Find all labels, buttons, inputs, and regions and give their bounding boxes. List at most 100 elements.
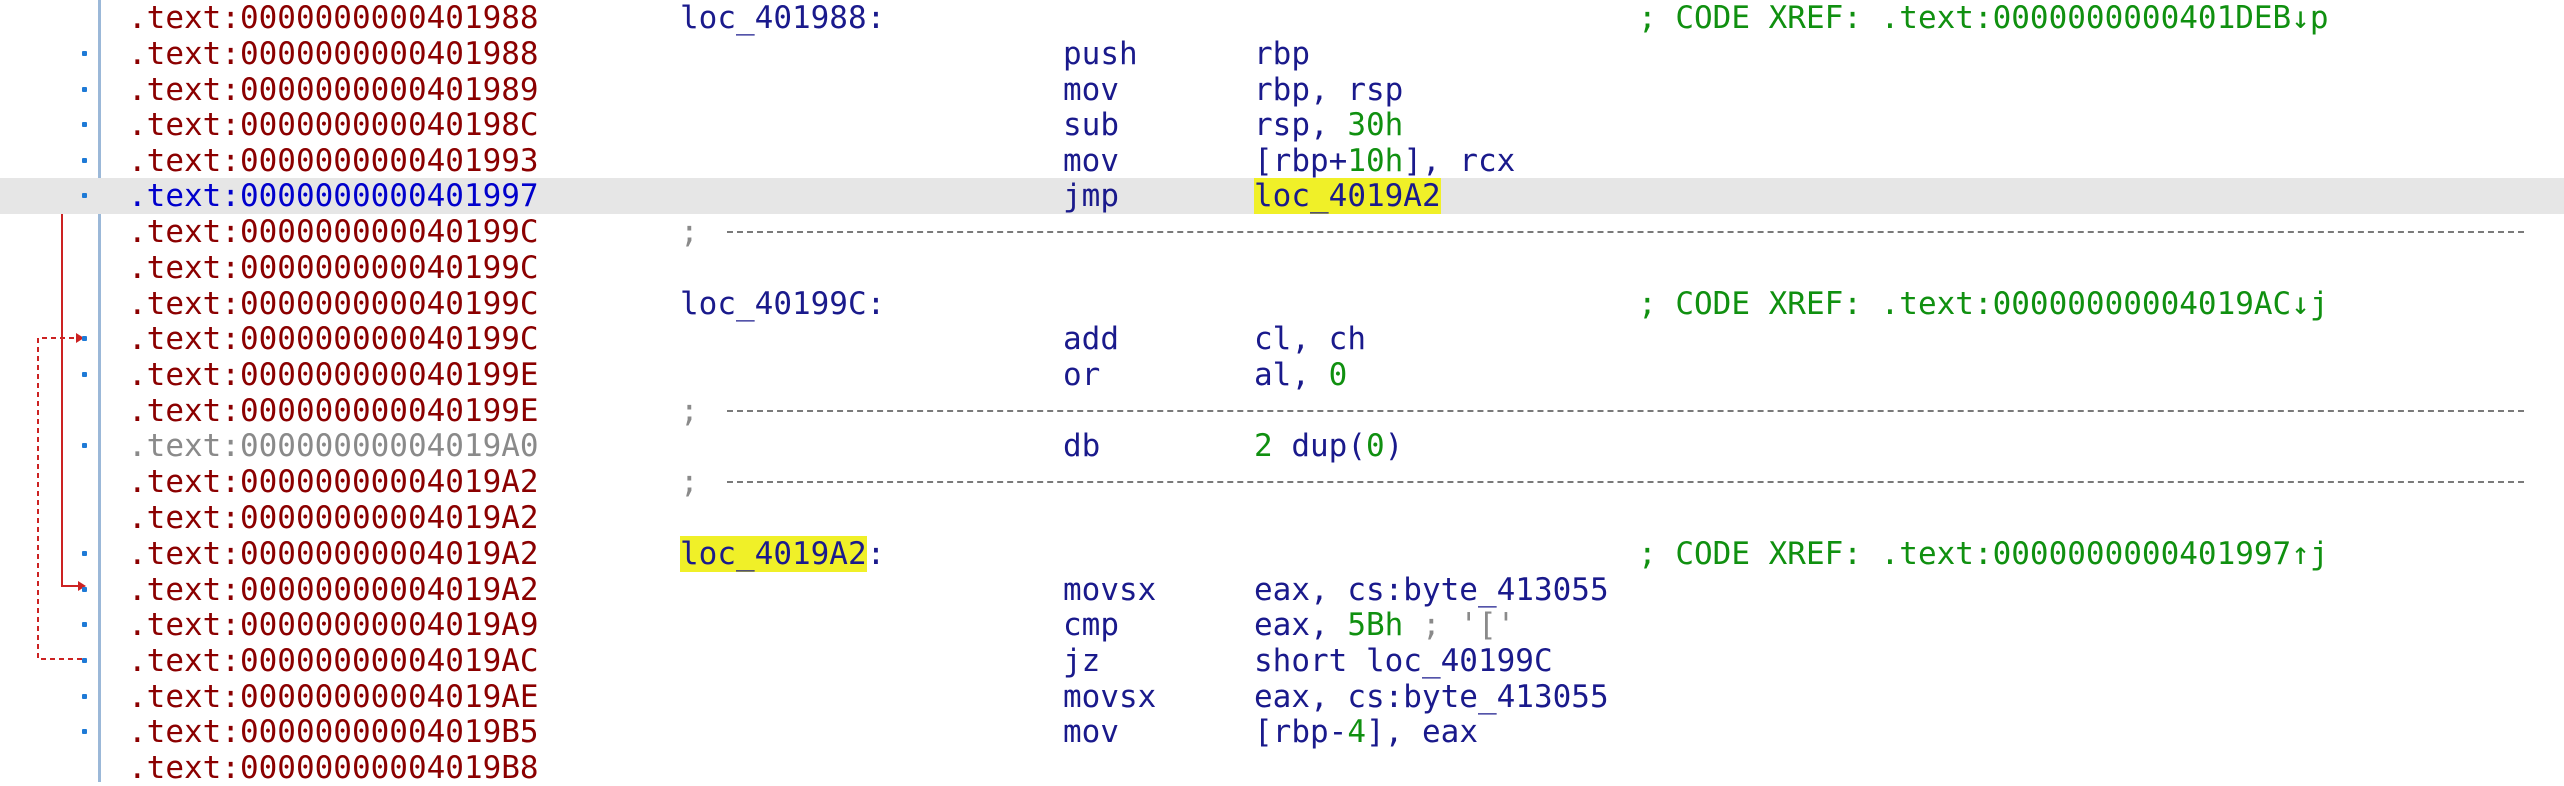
operand-number[interactable]: 30h xyxy=(1347,107,1404,143)
row-address[interactable]: .text:00000000004019A2 xyxy=(128,464,539,500)
row-address[interactable]: .text:00000000004019A2 xyxy=(128,572,539,608)
row-address[interactable]: .text:000000000040199C xyxy=(128,286,539,322)
code-xref-comment[interactable]: ; CODE XREF: .text:00000000004019AC↓j xyxy=(1638,286,2329,322)
instruction-operands[interactable]: eax, cs:byte_413055 xyxy=(1254,679,1609,715)
row-address[interactable]: .text:000000000040199E xyxy=(128,393,539,429)
row-address[interactable]: .text:00000000004019A2 xyxy=(128,500,539,536)
row-address[interactable]: .text:00000000004019AE xyxy=(128,679,539,715)
instruction-mnemonic[interactable]: movsx xyxy=(1063,572,1157,608)
operand-text[interactable]: short loc_40199C xyxy=(1254,643,1553,679)
code-label[interactable]: loc_401988: xyxy=(680,0,886,36)
operand-text[interactable]: cl, ch xyxy=(1254,321,1366,357)
code-label[interactable]: loc_4019A2: xyxy=(680,536,885,572)
listing-row[interactable]: .text:0000000000401988 loc_401988: ; CODE … xyxy=(0,0,2564,36)
operand-number[interactable]: 2 xyxy=(1254,428,1273,464)
instruction-mnemonic[interactable]: jmp xyxy=(1063,178,1119,214)
listing-row[interactable]: .text:000000000040199E or al, 0 xyxy=(0,357,2564,393)
operand-text[interactable]: ) xyxy=(1384,428,1404,464)
instruction-operands[interactable]: loc_4019A2 xyxy=(1254,178,1441,214)
listing-row[interactable]: .text:000000000040199C loc_40199C: ; CODE … xyxy=(0,286,2564,322)
instruction-operands[interactable]: short loc_40199C xyxy=(1254,643,1553,679)
instruction-operands[interactable]: 2 dup(0) xyxy=(1254,428,1403,464)
row-address[interactable]: .text:0000000000401988 xyxy=(128,0,539,36)
operand-number[interactable]: 10h xyxy=(1347,143,1404,179)
row-address[interactable]: .text:00000000004019A0 xyxy=(128,428,539,464)
highlighted-operand[interactable]: loc_4019A2 xyxy=(1254,178,1441,214)
instruction-operands[interactable]: [rbp+10h], rcx xyxy=(1254,143,1515,179)
operand-number[interactable]: 0 xyxy=(1328,357,1348,393)
row-address[interactable]: .text:0000000000401988 xyxy=(128,36,539,72)
row-address[interactable]: .text:000000000040199E xyxy=(128,357,539,393)
operand-number[interactable]: 4 xyxy=(1347,714,1366,750)
instruction-mnemonic[interactable]: sub xyxy=(1063,107,1119,143)
operand-text[interactable]: dup( xyxy=(1272,428,1366,464)
listing-row[interactable]: .text:00000000004019AC jz short loc_40199C xyxy=(0,643,2564,679)
operand-text[interactable]: ], eax xyxy=(1366,714,1478,750)
row-address[interactable]: .text:000000000040199C xyxy=(128,321,539,357)
listing-row[interactable]: .text:00000000004019A2 xyxy=(0,500,2564,536)
instruction-mnemonic[interactable]: push xyxy=(1063,36,1138,72)
row-address[interactable]: .text:00000000004019B8 xyxy=(128,750,539,786)
listing-row[interactable]: .text:00000000004019B8 xyxy=(0,750,2564,786)
listing-row[interactable]: .text:00000000004019AE movsx eax, cs:byte_… xyxy=(0,679,2564,715)
row-address[interactable]: .text:00000000004019A9 xyxy=(128,607,539,643)
instruction-operands[interactable]: al, 0 xyxy=(1254,357,1347,393)
listing-row[interactable]: .text:00000000004019A2; xyxy=(0,464,2564,500)
listing-row[interactable]: .text:00000000004019A9 cmp eax, 5Bh ; '[' xyxy=(0,607,2564,643)
highlighted-label[interactable]: loc_4019A2 xyxy=(680,536,867,572)
row-address[interactable]: .text:00000000004019B5 xyxy=(128,714,539,750)
operand-text[interactable]: rsp, xyxy=(1254,107,1348,143)
instruction-mnemonic[interactable]: mov xyxy=(1063,714,1119,750)
listing-row[interactable]: .text:000000000040199E; xyxy=(0,393,2564,429)
row-address[interactable]: .text:0000000000401997 xyxy=(128,178,539,214)
operand-text[interactable]: rbp xyxy=(1254,36,1310,72)
instruction-operands[interactable]: [rbp-4], eax xyxy=(1254,714,1478,750)
operand-text[interactable]: [rbp- xyxy=(1254,714,1348,750)
instruction-mnemonic[interactable]: add xyxy=(1063,321,1119,357)
instruction-operands[interactable]: eax, 5Bh ; '[' xyxy=(1254,607,1515,643)
code-xref-comment[interactable]: ; CODE XREF: .text:0000000000401997↑j xyxy=(1638,536,2329,572)
operand-number[interactable]: 5Bh xyxy=(1347,607,1404,643)
listing-row[interactable]: .text:00000000004019A0 db 2 dup(0) xyxy=(0,428,2564,464)
instruction-mnemonic[interactable]: mov xyxy=(1063,72,1119,108)
code-label[interactable]: loc_40199C: xyxy=(680,286,886,322)
instruction-operands[interactable]: cl, ch xyxy=(1254,321,1366,357)
row-address[interactable]: .text:000000000040199C xyxy=(128,214,539,250)
instruction-mnemonic[interactable]: cmp xyxy=(1063,607,1119,643)
instruction-mnemonic[interactable]: movsx xyxy=(1063,679,1157,715)
row-address[interactable]: .text:000000000040199C xyxy=(128,250,539,286)
operand-text[interactable]: [rbp+ xyxy=(1254,143,1348,179)
listing-row[interactable]: .text:000000000040198C sub rsp, 30h xyxy=(0,107,2564,143)
instruction-operands[interactable]: rsp, 30h xyxy=(1254,107,1403,143)
listing-row[interactable]: .text:00000000004019A2 loc_4019A2: ; CODE … xyxy=(0,536,2564,572)
instruction-operands[interactable]: rbp xyxy=(1254,36,1310,72)
listing-row[interactable]: .text:000000000040199C xyxy=(0,250,2564,286)
listing-row[interactable]: .text:000000000040199C; xyxy=(0,214,2564,250)
instruction-mnemonic[interactable]: mov xyxy=(1063,143,1119,179)
row-address[interactable]: .text:000000000040198C xyxy=(128,107,539,143)
instruction-operands[interactable]: rbp, rsp xyxy=(1254,72,1403,108)
listing-row[interactable]: .text:0000000000401988 push rbp xyxy=(0,36,2564,72)
row-address[interactable]: .text:00000000004019AC xyxy=(128,643,539,679)
row-address[interactable]: .text:00000000004019A2 xyxy=(128,536,539,572)
listing-row[interactable]: .text:0000000000401997 jmp loc_4019A2 xyxy=(0,178,2564,214)
code-xref-comment[interactable]: ; CODE XREF: .text:0000000000401DEB↓p xyxy=(1638,0,2329,36)
operand-text[interactable]: eax, xyxy=(1254,607,1348,643)
row-address[interactable]: .text:0000000000401989 xyxy=(128,72,539,108)
operand-text[interactable]: al, xyxy=(1254,357,1329,393)
instruction-mnemonic[interactable]: or xyxy=(1063,357,1101,393)
row-address[interactable]: .text:0000000000401993 xyxy=(128,143,539,179)
listing-row[interactable]: .text:0000000000401993 mov [rbp+10h], rcx xyxy=(0,143,2564,179)
listing-row[interactable]: .text:00000000004019B5 mov [rbp-4], eax xyxy=(0,714,2564,750)
listing-row[interactable]: .text:0000000000401989 mov rbp, rsp xyxy=(0,72,2564,108)
instruction-operands[interactable]: eax, cs:byte_413055 xyxy=(1254,572,1609,608)
operand-text[interactable]: rbp, rsp xyxy=(1254,72,1404,108)
operand-text[interactable]: ], rcx xyxy=(1403,143,1516,179)
operand-text[interactable]: eax, cs:byte_413055 xyxy=(1254,679,1609,715)
listing-row[interactable]: .text:00000000004019A2 movsx eax, cs:byte_… xyxy=(0,572,2564,608)
listing-row[interactable]: .text:000000000040199C add cl, ch xyxy=(0,321,2564,357)
instruction-mnemonic[interactable]: db xyxy=(1063,428,1101,464)
instruction-mnemonic[interactable]: jz xyxy=(1063,643,1101,679)
operand-text[interactable]: eax, cs:byte_413055 xyxy=(1254,572,1609,608)
